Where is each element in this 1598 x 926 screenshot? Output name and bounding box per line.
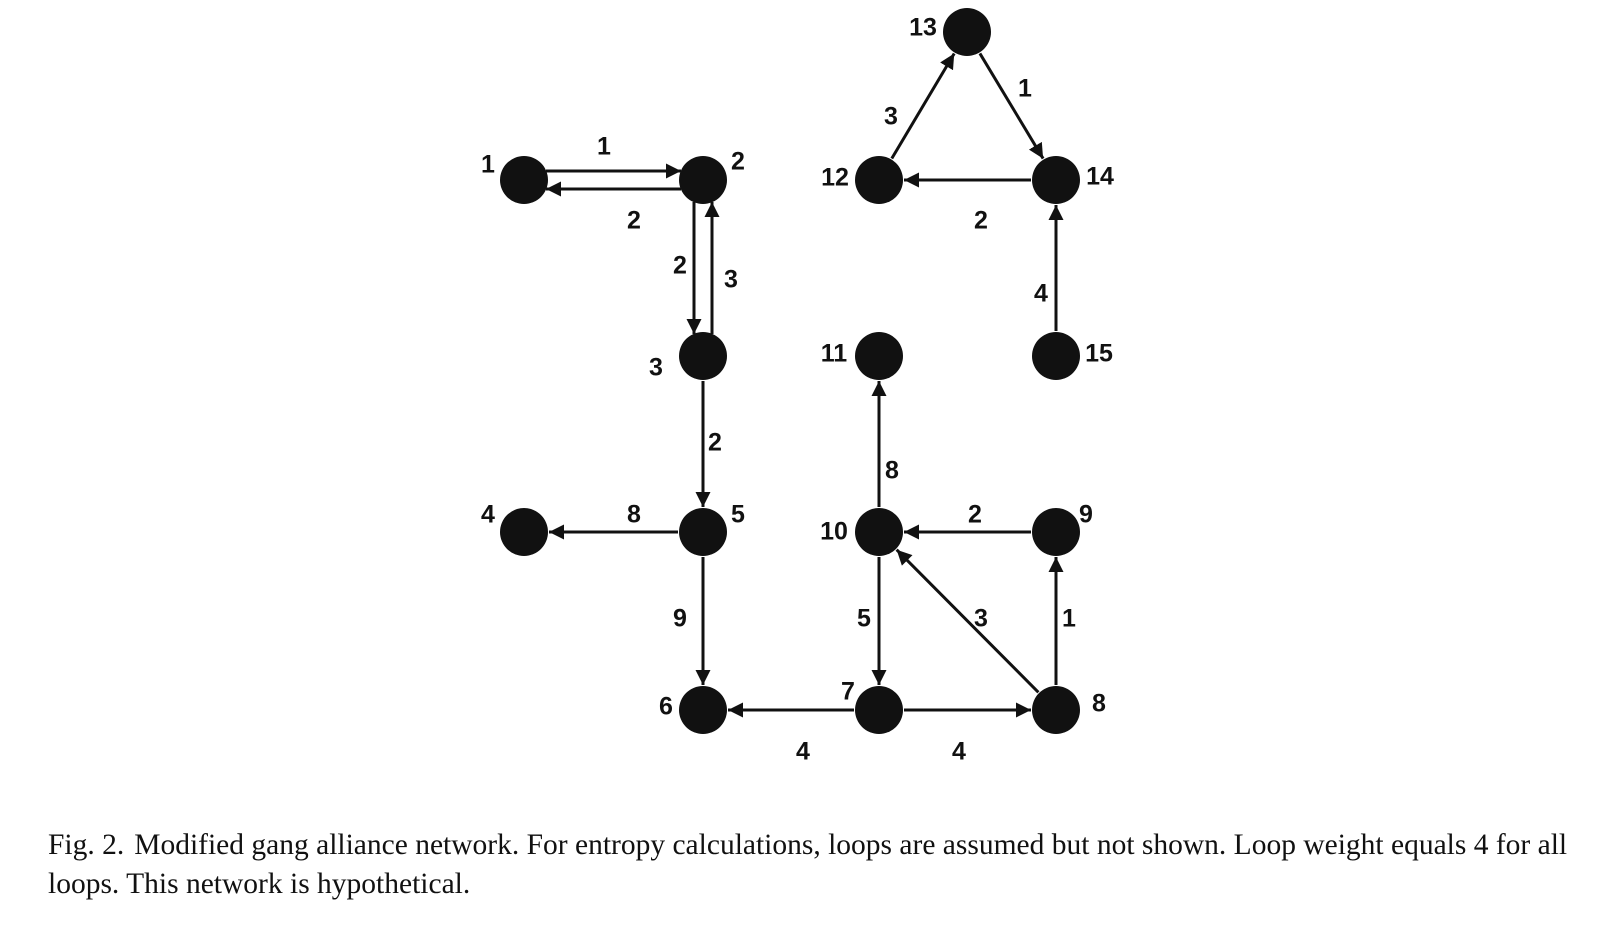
- edge-8-to-10: [895, 548, 1040, 694]
- caption-figure-label: Fig. 2.: [48, 829, 125, 861]
- node-12: [855, 156, 903, 204]
- node-label-13: 13: [909, 14, 937, 42]
- node-11: [855, 332, 903, 380]
- node-label-8: 8: [1092, 690, 1106, 718]
- nodes: [500, 8, 1080, 734]
- node-label-14: 14: [1086, 163, 1114, 191]
- node-label-11: 11: [821, 340, 848, 368]
- edge-weight-15-to-14: 4: [1034, 280, 1048, 308]
- node-3: [679, 332, 727, 380]
- edges: [546, 52, 1064, 718]
- edge-weight-2-to-1: 2: [627, 207, 641, 235]
- node-6: [679, 686, 727, 734]
- edge-weight-12-to-13: 3: [884, 103, 898, 131]
- node-10: [855, 508, 903, 556]
- node-label-3: 3: [649, 354, 663, 382]
- node-15: [1032, 332, 1080, 380]
- edge-weight-8-to-10: 3: [974, 605, 988, 633]
- node-14: [1032, 156, 1080, 204]
- node-9: [1032, 508, 1080, 556]
- node-8: [1032, 686, 1080, 734]
- edge-weight-5-to-4: 8: [627, 501, 641, 529]
- edge-weight-13-to-14: 1: [1018, 75, 1032, 103]
- node-1: [500, 156, 548, 204]
- edge-weight-2-to-3: 2: [673, 252, 687, 280]
- edge-weight-8-to-9: 1: [1062, 605, 1076, 633]
- edge-weight-3-to-5: 2: [708, 429, 722, 457]
- node-5: [679, 508, 727, 556]
- edge-13-to-14: [978, 52, 1045, 160]
- edge-weight-3-to-2: 3: [724, 266, 738, 294]
- edge-12-to-13: [890, 52, 956, 160]
- figure-caption: Fig. 2.Modified gang alliance network. F…: [48, 826, 1578, 904]
- node-2: [679, 156, 727, 204]
- node-label-6: 6: [659, 693, 673, 721]
- node-label-15: 15: [1085, 340, 1113, 368]
- node-13: [943, 8, 991, 56]
- node-label-12: 12: [821, 164, 849, 192]
- edge-weight-1-to-2: 1: [597, 133, 611, 161]
- edge-weight-10-to-11: 8: [885, 457, 899, 485]
- caption-text: Modified gang alliance network. For entr…: [48, 829, 1568, 900]
- edge-weight-10-to-7: 5: [857, 605, 871, 633]
- node-label-1: 1: [481, 151, 495, 179]
- node-label-5: 5: [731, 501, 745, 529]
- edge-weight-7-to-6: 4: [796, 738, 810, 766]
- node-4: [500, 508, 548, 556]
- node-label-7: 7: [841, 678, 855, 706]
- edge-weight-5-to-6: 9: [673, 605, 687, 633]
- node-7: [855, 686, 903, 734]
- node-label-4: 4: [481, 501, 495, 529]
- node-label-2: 2: [731, 148, 745, 176]
- node-label-9: 9: [1079, 501, 1093, 529]
- edge-weight-7-to-8: 4: [952, 738, 966, 766]
- node-label-10: 10: [820, 518, 848, 546]
- edge-weight-9-to-10: 2: [968, 501, 982, 529]
- edge-weight-14-to-12: 2: [974, 207, 988, 235]
